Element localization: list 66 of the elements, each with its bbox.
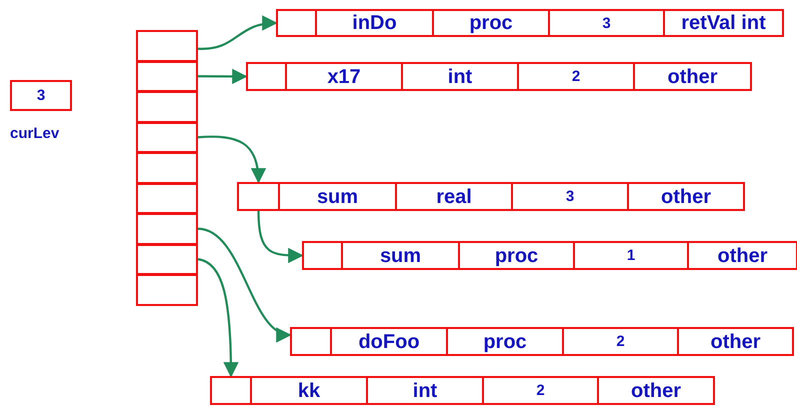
empty-cell (136, 122, 198, 153)
table-cell (341, 241, 460, 270)
empty-cell (136, 244, 198, 275)
table-cell (548, 9, 665, 37)
cell-text: doFoo (358, 332, 420, 352)
cell-text: other (668, 66, 718, 86)
table-cell (511, 182, 629, 211)
table-cell (633, 62, 752, 91)
table-cell (315, 9, 434, 37)
table-cell (278, 182, 397, 211)
cell-text: x17 (327, 66, 361, 86)
cell-text: proc (494, 246, 538, 266)
table-cell (285, 62, 403, 91)
table-cell (482, 376, 599, 405)
pointer-arrow (198, 228, 292, 340)
table-cell (687, 241, 797, 270)
cell-text: int (448, 66, 472, 86)
table-cell (627, 182, 745, 211)
pointer-arrow (198, 68, 248, 84)
table-cell (562, 327, 679, 356)
cell-text: 2 (536, 383, 545, 398)
empty-cell (136, 91, 198, 122)
table-cell (597, 376, 715, 405)
table-cell (517, 62, 635, 91)
cell-text: retVal int (681, 13, 766, 33)
cell-text: other (631, 380, 681, 400)
cell-text: int (412, 380, 438, 400)
table-cell (401, 62, 519, 91)
empty-cell (136, 60, 198, 92)
table-cell (330, 327, 448, 356)
cell-text: sum (316, 186, 358, 206)
table-cell (446, 327, 564, 356)
table-cell (250, 376, 368, 405)
cell-text: inDo (352, 13, 397, 33)
pointer-arrow (198, 16, 278, 50)
variable-label: curLev (10, 125, 60, 142)
cell-text: other (710, 332, 760, 352)
cell-text: 2 (572, 69, 580, 84)
cell-text: proc (483, 332, 527, 352)
cell-text: 3 (566, 189, 574, 204)
cell-text: 2 (616, 334, 625, 349)
cell-text: other (661, 186, 711, 206)
cell-text: real (436, 186, 472, 206)
table-cell (366, 376, 484, 405)
cell-text: sum (380, 246, 422, 266)
cell-text: 3 (36, 88, 46, 103)
table-cell (663, 9, 784, 37)
cell-text: proc (469, 13, 513, 33)
cell-text: other (718, 246, 768, 266)
empty-cell (136, 152, 198, 184)
table-cell (432, 9, 550, 37)
pointer-arrow (198, 136, 266, 184)
pointer-arrow (257, 210, 304, 264)
table-cell (573, 241, 689, 270)
empty-cell (136, 182, 198, 214)
cell-text: kk (298, 380, 320, 400)
table-cell (677, 327, 794, 356)
cell-text: 1 (626, 248, 636, 263)
table-cell (395, 182, 513, 211)
table-cell (10, 80, 72, 111)
table-cell (458, 241, 575, 270)
cell-text: 3 (602, 16, 611, 30)
pointer-arrow (198, 258, 239, 378)
empty-cell (136, 274, 198, 306)
empty-cell (136, 213, 198, 244)
empty-cell (136, 30, 198, 62)
